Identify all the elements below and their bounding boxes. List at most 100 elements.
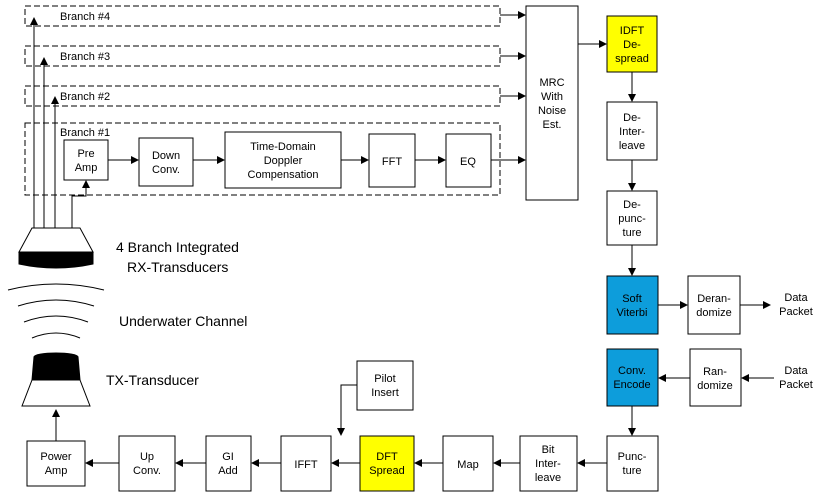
deinterleave-label: De- Inter-leave [619,112,645,152]
block-label-line: Compensation [248,169,319,181]
branch-1-frame [24,122,501,196]
branch-3-label: Branch #3 [60,51,110,63]
dft-spread-label: DFT Spread [369,451,404,477]
block-label-line: ture [623,465,642,477]
branch-3-frame [24,45,501,67]
block-label-line: Deran- [697,293,731,305]
fft-label: FFT [382,156,402,168]
branch-2-label: Branch #2 [60,91,110,103]
block-label-line: IDFT [620,25,645,37]
block-label-line: Spread [369,465,404,477]
soft-viterbi-box [606,275,659,335]
channel-waves-icon [7,283,105,339]
block-label-line: Insert [371,387,399,399]
branch-1-label: Branch #1 [60,127,110,139]
rx-caption-line2: RX-Transducers [127,259,228,275]
puncture-box [606,435,659,492]
channel-caption: Underwater Channel [119,313,247,329]
branch-4-label: Branch #4 [60,11,110,23]
block-label-line: FFT [382,156,402,168]
block-label-line: Amp [75,162,98,174]
block-label-line: Time-Domain [250,141,316,153]
up-conv-box [118,435,176,492]
randomize-label: Ran-domize [697,366,732,392]
block-label-line: Doppler [264,155,303,167]
derandomize-box [687,275,741,335]
block-label-line: Map [457,459,478,471]
down-conv-box [138,137,194,187]
rx-caption-line1: 4 Branch Integrated [116,239,239,255]
block-label-line: Bit [542,444,555,456]
idft-despread-label: IDFT De-spread [615,25,649,65]
block-label-line: GI [222,451,234,463]
dft-spread-box [359,435,415,492]
ifft-label: IFFT [294,459,317,471]
block-label-line: Punc- [618,451,647,463]
block-label-line: Viterbi [617,307,648,319]
eq-box [445,133,492,188]
fft-box [368,133,416,188]
tx-transducer-icon [21,352,91,407]
block-label-line: Soft [622,293,642,305]
pilot-insert-box [356,360,414,411]
block-label-line: domize [697,380,732,392]
block-label-line: Conv. [133,465,161,477]
tx-caption: TX-Transducer [106,372,199,388]
block-label-line: De- [623,199,641,211]
eq-label: EQ [460,156,476,168]
block-label-line: Inter- [535,458,561,470]
block-label-line: Encode [613,379,650,391]
block-label-line: Conv. [152,164,180,176]
derandomize-label: Deran-domize [696,293,731,319]
power-amp-box [26,440,86,487]
block-label-line: leave [535,472,561,484]
branch-2-frame [24,85,501,107]
block-label-line: Amp [45,465,68,477]
block-label-line: Ran- [703,366,727,378]
block-label-line: domize [696,307,731,319]
block-label-line: EQ [460,156,476,168]
block-label-line: Pre [77,148,94,160]
block-label-line: Pilot [374,373,395,385]
block-label-line: De- [623,39,641,51]
block-label-line: leave [619,140,645,152]
block-label-line: Est. [543,119,562,131]
gi-add-box [205,435,252,492]
block-label-line: spread [615,53,649,65]
conv-encode-box [606,348,659,407]
puncture-label: Punc-ture [618,451,647,477]
block-label-line: Data [784,292,808,304]
depuncture-label: De-punc-ture [618,199,646,239]
map-label: Map [457,459,478,471]
block-label-line: MRC [539,77,564,89]
pre-amp-box [63,139,109,181]
block-label-line: De- [623,112,641,124]
block-label-line: Data [784,365,808,377]
riser-branch1 [71,180,90,228]
block-label-line: Up [140,451,154,463]
block-label-line: DFT [376,451,398,463]
conv-encode-label: Conv. Encode [613,365,650,391]
block-label-line: ture [623,227,642,239]
block-label-line: Conv. [618,365,646,377]
block-label-line: Down [152,150,180,162]
block-label-line: Power [40,451,72,463]
block-label-line: Inter- [619,126,645,138]
rx-transducer-icon [18,227,94,269]
block-label-line: punc- [618,213,646,225]
arrow-pilot-ifft [337,384,357,436]
block-label-line: With [541,91,563,103]
block-label-line: Packet [779,306,813,318]
